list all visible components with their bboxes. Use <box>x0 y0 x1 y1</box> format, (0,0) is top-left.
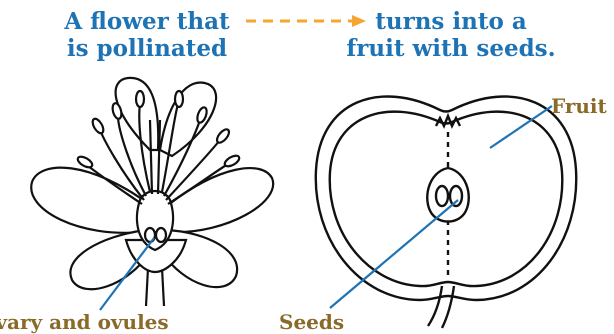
flower-illustration <box>31 78 273 306</box>
label-fruit: Fruit <box>551 95 607 117</box>
dashed-arrow-icon <box>246 15 366 27</box>
label-seeds: Seeds <box>279 311 344 333</box>
label-ovary-ovules: Ovary and ovules <box>0 311 169 333</box>
fruit-illustration <box>316 97 576 329</box>
